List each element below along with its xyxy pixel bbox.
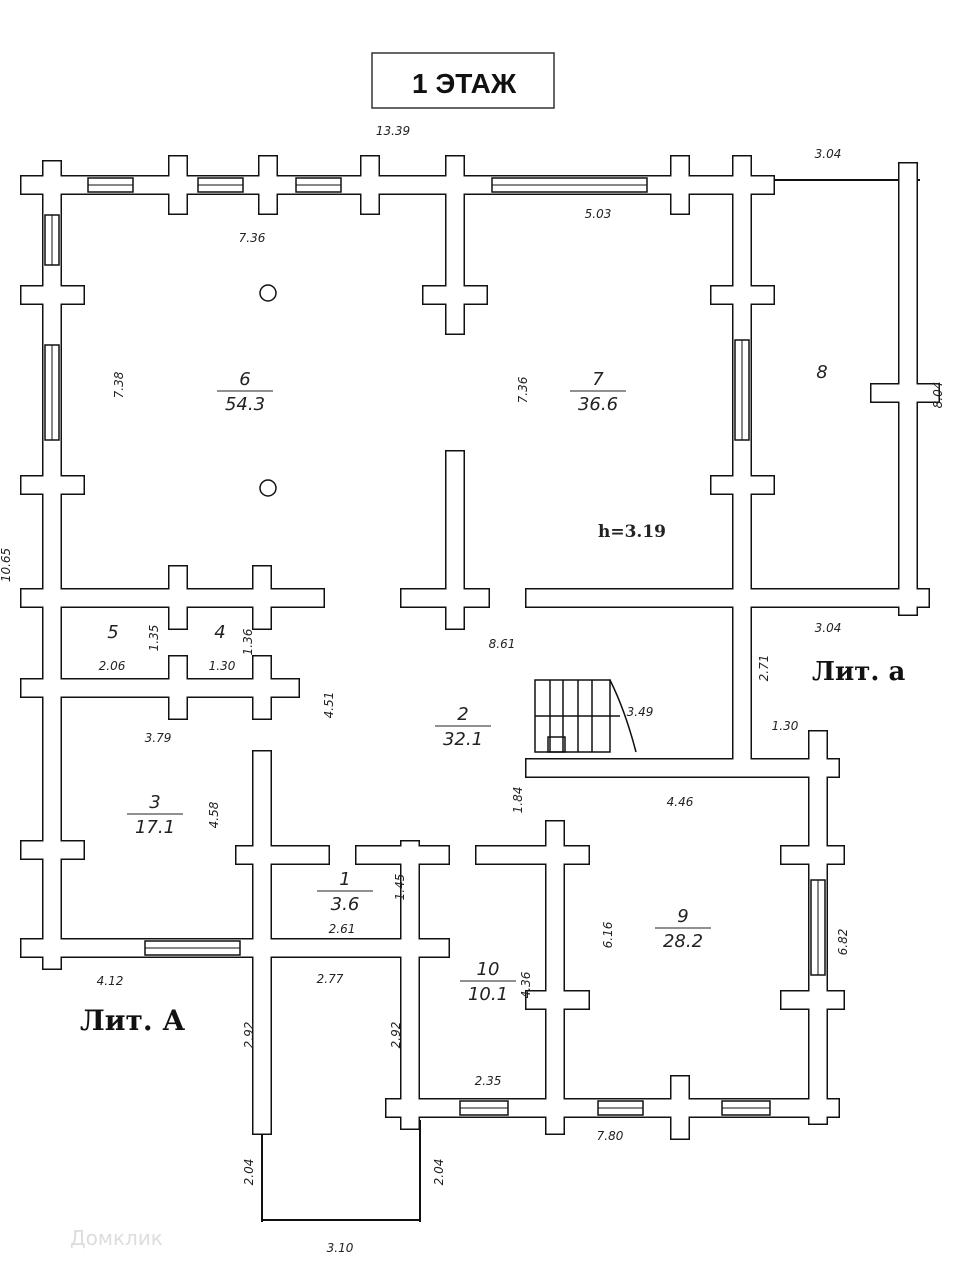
dimension-label: 4.51 (322, 692, 336, 719)
dimension-label: 2.06 (99, 659, 126, 673)
floor-title: 1 ЭТАЖ (412, 68, 517, 99)
staircase (534, 679, 637, 753)
room-number: 7 (592, 369, 604, 390)
lit-a-small-label: Лит. а (812, 657, 905, 687)
room-area: 36.6 (578, 394, 618, 415)
dimension-label: 1.30 (209, 659, 236, 673)
dimension-label: 10.65 (0, 548, 13, 582)
dimension-label: 3.04 (815, 147, 842, 161)
dimension-label: 3.79 (145, 731, 172, 745)
room-number: 9 (677, 906, 688, 927)
room-number: 3 (149, 792, 160, 813)
dimension-label: 2.04 (242, 1159, 256, 1186)
dimension-label: 7.36 (516, 376, 530, 403)
room-area: 17.1 (135, 817, 175, 838)
dimension-label: 6.16 (601, 921, 615, 948)
dimension-label: 1.84 (511, 787, 525, 814)
dimension-label: 8.04 (931, 382, 945, 409)
dimension-label: 2.92 (242, 1022, 256, 1049)
room-area: 10.1 (468, 984, 508, 1005)
dimension-label: 3.04 (815, 621, 842, 635)
lit-a-label: Лит. А (80, 1004, 185, 1037)
room-area: 3.6 (331, 894, 360, 915)
dimension-label: 3.10 (327, 1241, 354, 1255)
room-number: 1 (339, 869, 350, 890)
room-number: 2 (457, 704, 468, 725)
room-area: 32.1 (443, 729, 483, 750)
room-number: 6 (239, 369, 250, 390)
dimension-label: 5.03 (585, 207, 612, 221)
dimension-label: 2.35 (475, 1074, 502, 1088)
room-area: 54.3 (225, 394, 265, 415)
dimension-label: 2.71 (757, 655, 771, 682)
dimension-label: 7.80 (597, 1129, 624, 1143)
dimension-label: 1.45 (393, 874, 407, 901)
dimension-label: 13.39 (376, 124, 410, 138)
dimension-label: 4.58 (207, 801, 221, 828)
dimension-label: 8.61 (489, 637, 516, 651)
dimension-label: 1.35 (147, 625, 161, 652)
dimension-label: 4.46 (667, 795, 694, 809)
room-number: 4 (214, 622, 225, 643)
dimension-label: 6.82 (836, 929, 850, 956)
room-number: 5 (107, 622, 118, 643)
dimension-label: 2.77 (317, 972, 344, 986)
room-number: 10 (477, 959, 500, 980)
room-area: 28.2 (663, 931, 703, 952)
columns (259, 284, 277, 497)
dimension-label: 2.92 (389, 1022, 403, 1049)
room-number: 8 (816, 362, 827, 383)
ceiling-height: h=3.19 (598, 522, 666, 542)
dimension-label: 2.04 (432, 1159, 446, 1186)
dimension-label: 7.38 (112, 371, 126, 398)
dimension-label: 4.36 (519, 971, 533, 998)
dimension-label: 4.12 (97, 974, 124, 988)
dimension-label: 3.49 (627, 705, 654, 719)
dimension-label: 1.30 (772, 719, 799, 733)
windows (44, 177, 826, 1116)
dimension-label: 1.36 (241, 628, 255, 655)
watermark: Домклик (70, 1226, 163, 1250)
dimension-label: 7.36 (239, 231, 266, 245)
dimension-label: 2.61 (329, 922, 356, 936)
title-box (371, 52, 555, 109)
